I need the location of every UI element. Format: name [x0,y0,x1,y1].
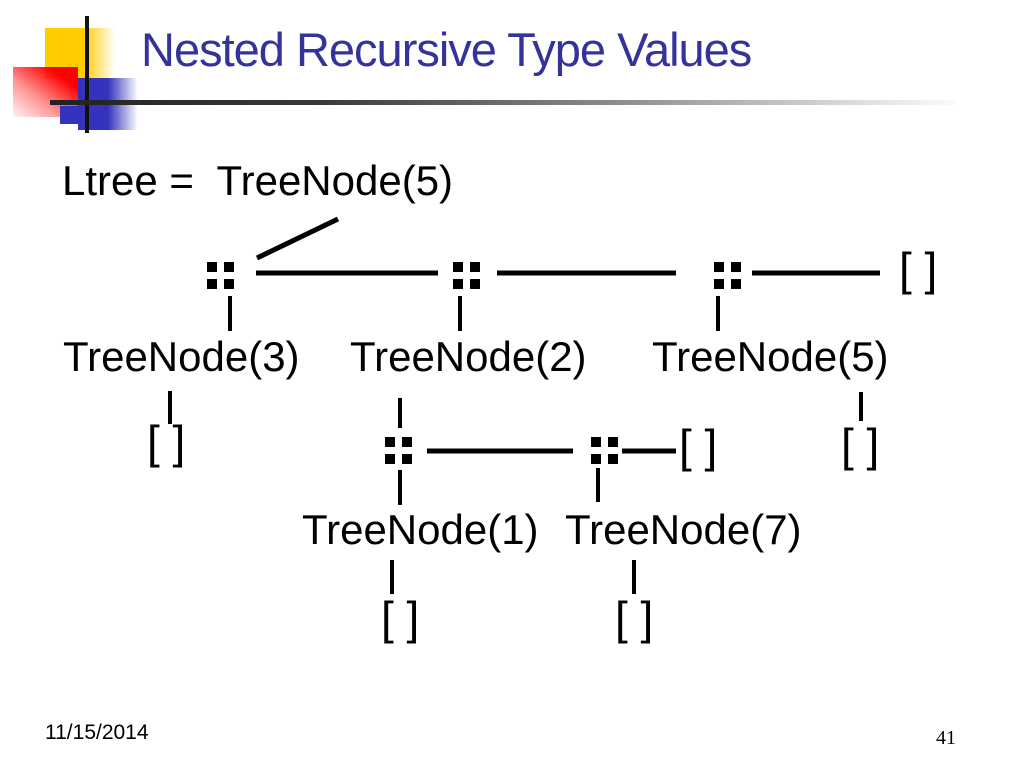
empty-list-label: [ ] [841,419,880,471]
empty-list-label: [ ] [899,243,938,295]
title-divider-line [50,100,955,105]
logo-blue-notch [60,106,78,124]
edge-root-diagonal [255,216,340,261]
empty-list-label: [ ] [381,592,420,644]
treenode-label: TreeNode(7) [565,506,802,553]
treenode-label: TreeNode(5) [652,333,889,380]
slide-title: Nested Recursive Type Values [141,23,752,76]
logo-vertical-line [85,16,89,133]
page-number: 41 [936,727,956,749]
empty-list-label: [ ] [679,420,718,472]
empty-list-label: [ ] [147,416,186,468]
cons-cell-icon [453,262,480,289]
cons-cell-icon [591,437,618,464]
footer-date: 11/15/2014 [45,721,149,744]
empty-list-label: [ ] [615,592,654,644]
treenode-label: TreeNode(3) [63,333,300,380]
cons-cell-icon [207,262,234,289]
cons-cell-icon [714,262,741,289]
root-assignment-label: Ltree = TreeNode(5) [62,157,454,204]
treenode-label: TreeNode(2) [350,333,587,380]
cons-cell-icon [385,437,412,464]
treenode-label: TreeNode(1) [302,506,539,553]
